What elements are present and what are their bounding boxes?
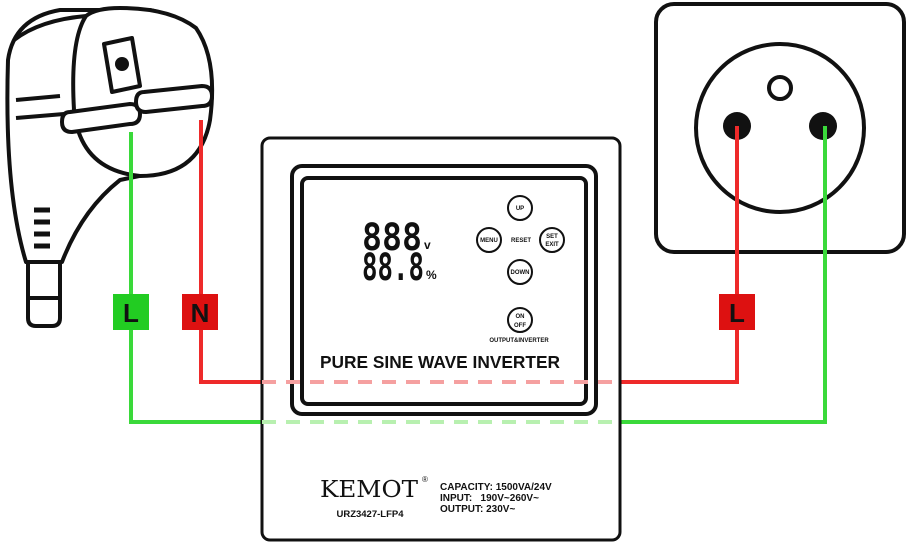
label-tag-left-l: L [113,294,149,330]
green-wire-right [620,126,827,424]
down-button[interactable] [507,259,533,285]
panel-title: PURE SINE WAVE INVERTER [320,352,560,372]
up-label: UP [516,206,524,212]
spec-capacity: CAPACITY: 1500VA/24V [440,482,552,493]
control-buttons [476,195,565,333]
svg-text:L: L [729,298,745,328]
green-wire-left [129,132,262,424]
inverter-unit [260,136,622,542]
on-label: ON [516,314,525,320]
exit-label: EXIT [545,242,559,248]
model-number: URZ3427-LFP4 [336,509,404,520]
off-label: OFF [514,323,526,329]
on-off-button[interactable] [507,307,533,333]
label-tag-right-l: L [719,294,755,330]
menu-button[interactable] [476,227,502,253]
spec-input: INPUT: 190V~260V~ [440,493,539,504]
svg-text:N: N [191,298,210,328]
lcd-row-2-unit: % [426,268,437,282]
set-exit-button[interactable] [539,227,565,253]
registered-mark: ® [422,475,428,484]
red-wire-left [199,120,262,384]
socket-icon [654,2,906,254]
up-button[interactable] [507,195,533,221]
plug-icon [5,6,215,328]
brand-logo: KEMOT [320,477,419,503]
spec-output: OUTPUT: 230V~ [440,504,515,515]
lcd-row-2: 88.8 [362,246,424,289]
label-tag-left-n: N [182,294,218,330]
wires [129,120,827,424]
lcd-row-1-unit: v [424,238,431,252]
output-inverter-label: OUTPUT&INVERTER [489,338,549,344]
svg-text:L: L [123,298,139,328]
menu-label: MENU [480,238,498,244]
set-label: SET [546,234,558,240]
down-label: DOWN [511,270,530,276]
reset-label: RESET [511,238,531,244]
lcd-row-1: 888 [362,216,422,259]
red-wire-right [620,126,739,384]
